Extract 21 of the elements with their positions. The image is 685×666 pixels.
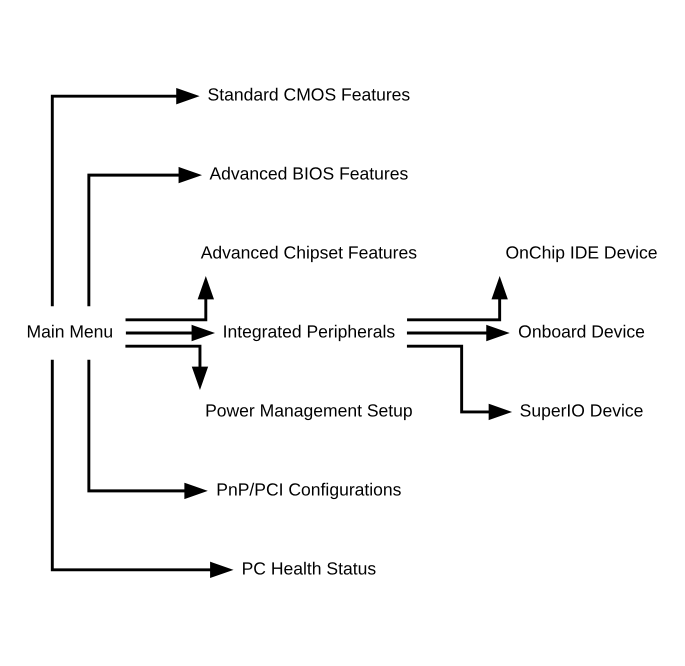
arrow — [406, 344, 512, 420]
arrow — [126, 324, 216, 342]
node-text: SuperIO Device — [520, 400, 644, 420]
node-text: Standard CMOS Features — [208, 84, 410, 105]
arrow — [406, 324, 510, 342]
node-text: OnChip IDE Device — [506, 242, 658, 263]
arrow — [87, 166, 202, 306]
node-text: PC Health Status — [242, 558, 376, 578]
arrow — [50, 88, 200, 306]
node-text: Main Menu — [26, 322, 114, 342]
node-text: Power Management Setup — [205, 400, 413, 420]
node-text: Integrated Peripherals — [222, 322, 396, 342]
node-text: Onboard Device — [518, 322, 645, 342]
arrow — [126, 276, 214, 322]
node-text: PnP/PCI Configurations — [216, 479, 402, 500]
arrow — [87, 360, 208, 500]
node-text: Advanced Chipset Features — [200, 242, 418, 263]
arrow — [50, 360, 234, 578]
node-text: Advanced BIOS Features — [209, 164, 408, 184]
arrow — [407, 276, 508, 322]
arrow — [125, 344, 208, 390]
